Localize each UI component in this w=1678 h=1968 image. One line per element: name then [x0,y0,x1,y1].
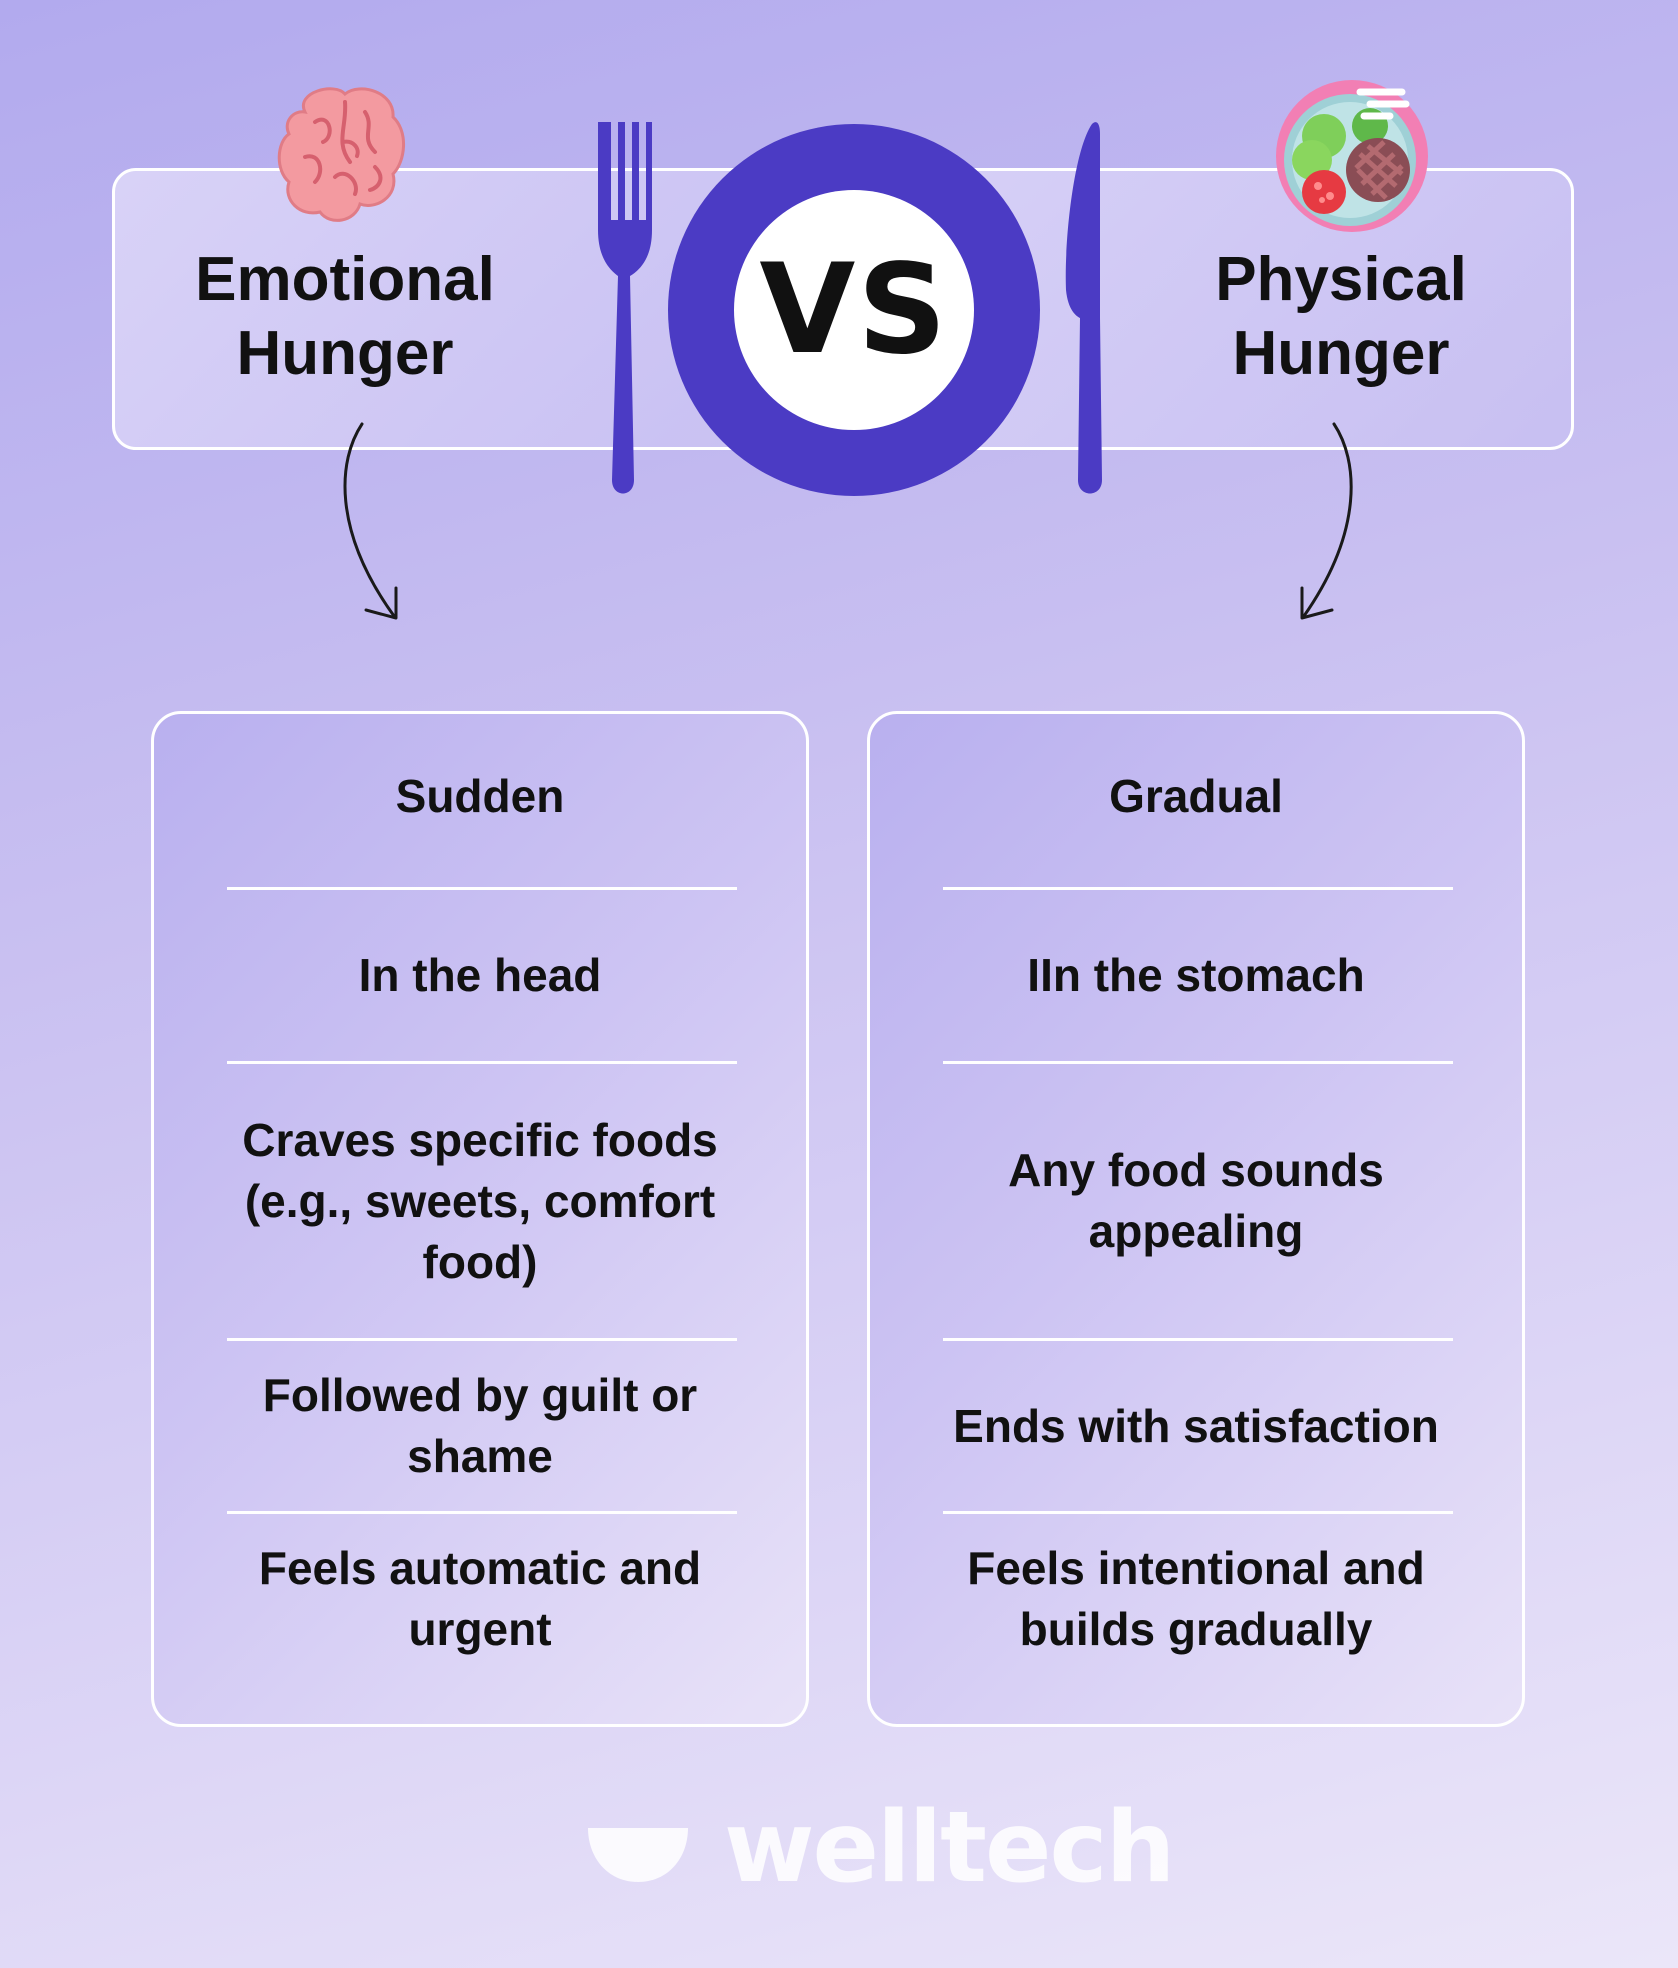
vs-label: VS [759,238,949,382]
bowl-logo-icon [588,1828,688,1882]
brain-icon [277,87,406,222]
row-divider [943,1511,1453,1514]
row-divider [227,1338,737,1341]
emotional-hunger-card: Sudden In the head Craves specific foods… [151,711,809,1727]
arrow-right-icon [1300,422,1353,620]
arrow-left-icon [343,422,398,620]
physical-hunger-title: Physical Hunger [1215,245,1467,388]
plate-icon: VS [668,124,1040,496]
emotional-row: Craves specific foods (e.g., sweets, com… [242,1113,718,1288]
row-divider [943,1061,1453,1064]
emotional-row: Sudden [395,769,565,822]
physical-row: Any food sounds appealing [1008,1144,1384,1257]
row-divider [227,887,737,890]
emotional-hunger-title: Emotional Hunger [195,245,495,388]
row-divider [943,1338,1453,1341]
physical-row: Ends with satisfaction [953,1399,1439,1452]
physical-hunger-card: Gradual IIn the stomach Any food sounds … [867,711,1525,1727]
brand-name: welltech [724,1791,1175,1905]
plate-center: VS [734,190,974,430]
emotional-row: Feels automatic and urgent [258,1542,702,1655]
row-divider [227,1511,737,1514]
emotional-row: In the head [358,949,602,1001]
physical-row: Feels intentional and builds gradually [967,1542,1425,1655]
fork-icon [598,122,652,494]
welltech-logo: welltech [586,1798,1175,1898]
row-divider [227,1061,737,1064]
knife-icon [1065,122,1102,494]
food-plate-icon [1276,80,1428,232]
emotional-row: Followed by guilt or shame [262,1369,698,1482]
physical-row: Gradual [1109,769,1283,822]
row-divider [943,887,1453,890]
physical-row: IIn the stomach [1027,949,1365,1001]
